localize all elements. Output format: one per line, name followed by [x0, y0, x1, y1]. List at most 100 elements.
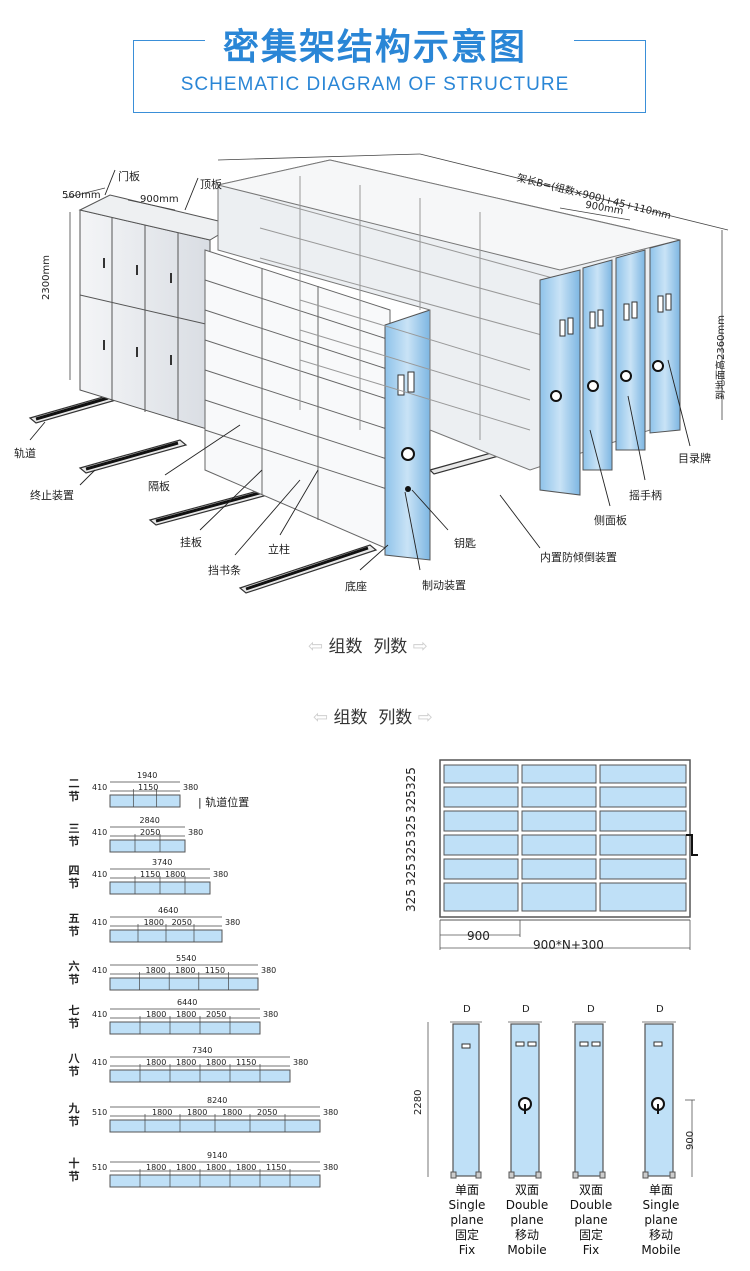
bay-segment: 380	[323, 1163, 339, 1172]
bay-segment: 510	[92, 1163, 108, 1172]
label-top: 顶板	[200, 178, 222, 191]
bay-total: 9140	[207, 1151, 228, 1160]
side-depth-4: D	[656, 1004, 664, 1015]
bay-segment: 410	[92, 783, 108, 792]
bay-label: 五节	[68, 912, 80, 938]
label-stop: 终止装置	[30, 489, 74, 502]
caption-line: 单面	[648, 1183, 673, 1197]
bay-segment: 1800	[165, 870, 186, 879]
bay-segment: 1800	[143, 918, 164, 927]
caption-line: 固定	[454, 1228, 479, 1242]
dimension-lines	[64, 153, 729, 420]
bay-segment: 380	[293, 1058, 309, 1067]
leader-lines	[29, 169, 691, 571]
caption-line: plane	[574, 1213, 608, 1227]
bay-segment: 380	[188, 828, 204, 837]
bay-bar	[109, 826, 186, 853]
label-side-panel: 侧面板	[594, 514, 627, 527]
bay-segment: 1800	[187, 1108, 208, 1117]
bay-segment: 510	[92, 1108, 108, 1117]
arrow-row-2: ⇦ 组数 列数 ⇨	[313, 707, 433, 728]
bay-segment: 1800	[146, 1163, 167, 1172]
front-row-height: 325	[404, 839, 418, 862]
front-row-height: 325	[404, 767, 418, 790]
caption-line: Double	[569, 1198, 613, 1212]
side-depth-1: D	[463, 1004, 471, 1015]
bay-total: 6440	[177, 998, 198, 1007]
bay-segment: 1800	[206, 1058, 227, 1067]
caption-line: 单面	[454, 1183, 479, 1197]
bay-segment: 1800	[146, 1058, 167, 1067]
side-panel-types-drawing	[427, 1021, 695, 1179]
caption-line: 移动	[648, 1228, 673, 1242]
caption-line: Mobile	[641, 1243, 681, 1257]
bay-total: 3740	[152, 858, 173, 867]
caption-line: plane	[450, 1213, 484, 1227]
caption-line: Double	[505, 1198, 549, 1212]
arrow-right-icon: ⇨	[417, 707, 433, 728]
front-row-height: 325	[404, 790, 418, 813]
rail-position-note: | 轨道位置	[198, 796, 250, 809]
bay-segment: 2050	[171, 918, 192, 927]
header-frame-right	[645, 40, 646, 112]
label-divider: 隔板	[148, 480, 170, 493]
caption-line: Single	[642, 1198, 680, 1212]
bay-total: 4640	[158, 906, 179, 915]
bay-segment: 1150	[204, 966, 226, 975]
bay-segment: 1800	[176, 1163, 197, 1172]
caption-line: 固定	[578, 1228, 603, 1242]
label-rail: 轨道	[14, 447, 36, 460]
bay-segment: 1150	[236, 1058, 257, 1067]
side-height: 2280	[413, 1089, 424, 1115]
dim-560: 560mm	[62, 190, 101, 201]
front-side-panel	[384, 309, 431, 561]
bay-bar	[109, 1008, 261, 1035]
caption-line: Fix	[582, 1243, 600, 1257]
bay-segment: 1800	[175, 966, 196, 975]
bay-segment: 1800	[236, 1163, 257, 1172]
bay-segment: 1800	[222, 1108, 243, 1117]
caption-line: Fix	[458, 1243, 476, 1257]
front-bay-width: 900	[467, 929, 490, 943]
side-handle-height: 900	[685, 1130, 696, 1150]
bay-bar	[109, 868, 211, 895]
bay-segment: 2050	[140, 828, 161, 837]
bay-total: 7340	[192, 1046, 213, 1055]
bay-bar	[109, 964, 259, 991]
arrow-right-icon: ⇨	[412, 636, 428, 657]
header-frame-bottom	[133, 112, 646, 113]
dim-2300: 2300mm	[41, 255, 52, 300]
arrow-left-icon: ⇦	[313, 707, 329, 728]
bay-segment: 380	[183, 783, 199, 792]
bay-label: 九节	[68, 1102, 80, 1128]
bay-label: 八节	[68, 1052, 80, 1078]
header-frame-top-left	[133, 40, 205, 41]
caption-line: 双面	[514, 1183, 539, 1197]
bay-label: 四节	[68, 864, 80, 890]
front-elevation-drawing	[439, 759, 698, 950]
bay-segment: 1150	[138, 783, 159, 792]
isometric-shelving-illustration	[28, 153, 729, 594]
bay-bar	[109, 781, 181, 808]
page-title: 密集架结构示意图	[222, 27, 527, 68]
bay-segment: 380	[213, 870, 229, 879]
side-depth-2: D	[522, 1004, 530, 1015]
side-depth-3: D	[587, 1004, 595, 1015]
label-door: 门板	[118, 170, 140, 183]
bay-segment: 380	[261, 966, 277, 975]
arrow-left-icon: ⇦	[308, 636, 324, 657]
bay-segment: 380	[225, 918, 241, 927]
caption-line: plane	[510, 1213, 544, 1227]
bay-label: 三节	[68, 822, 80, 848]
label-hang: 挂板	[180, 536, 202, 549]
bay-segment: 410	[92, 870, 108, 879]
bay-label: 二节	[68, 777, 80, 803]
header-frame-top-right	[574, 40, 646, 41]
bay-segment: 1150	[266, 1163, 287, 1172]
bay-segment: 2050	[257, 1108, 278, 1117]
bay-segment: 1150	[140, 870, 161, 879]
bay-label: 六节	[68, 960, 80, 986]
